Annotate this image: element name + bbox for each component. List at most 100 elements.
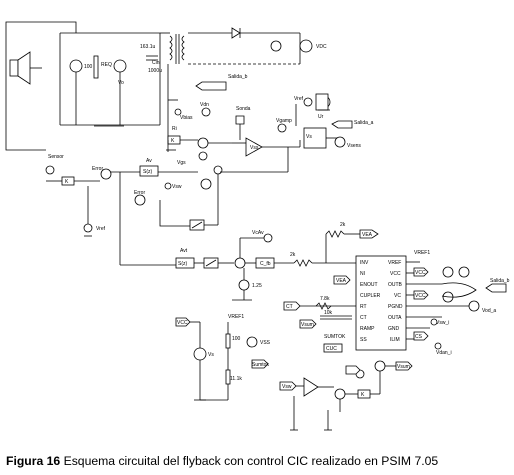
av-block: Av S(z) Error Vsw <box>111 158 198 266</box>
svg-text:VEA: VEA <box>362 232 373 238</box>
input-capacitor: Cin 1000u <box>146 55 162 74</box>
transformer: 163.1u <box>140 32 232 64</box>
svg-text:CUPLER: CUPLER <box>360 293 381 299</box>
svg-text:RT: RT <box>360 304 367 310</box>
svg-text:100: 100 <box>84 64 93 70</box>
svg-text:VCC: VCC <box>415 270 426 276</box>
svg-text:1000u: 1000u <box>148 68 162 74</box>
svg-text:ENOUT: ENOUT <box>360 282 378 288</box>
avt-block: Avt S(z) C_fb 1.25 <box>175 248 294 300</box>
svg-text:Ri: Ri <box>172 126 177 132</box>
svg-text:Vdn: Vdn <box>200 102 209 108</box>
svg-text:VCC: VCC <box>177 320 188 326</box>
svg-text:Vsw: Vsw <box>172 184 182 190</box>
svg-text:Salida_a: Salida_a <box>354 120 374 126</box>
svg-text:Vref: Vref <box>96 226 106 232</box>
lower-comparator: Vsw K Vsum <box>279 360 413 430</box>
svg-text:VEA: VEA <box>336 278 347 284</box>
svg-text:2k: 2k <box>340 222 346 228</box>
svg-text:Vsum: Vsum <box>397 364 410 370</box>
svg-text:CT: CT <box>360 315 367 321</box>
svg-text:7.8k: 7.8k <box>320 296 330 302</box>
svg-text:CT: CT <box>286 304 293 310</box>
svg-text:Ur: Ur <box>318 114 324 120</box>
figure-label: Figura 16 <box>6 454 61 468</box>
svg-text:Av: Av <box>146 158 152 164</box>
svg-text:Vss: Vss <box>250 145 259 151</box>
svg-text:Vsum: Vsum <box>301 322 314 328</box>
svg-text:Error: Error <box>134 190 145 196</box>
svg-text:Sensor: Sensor <box>48 154 64 160</box>
svg-text:C_fb: C_fb <box>260 261 271 267</box>
svg-text:VCC: VCC <box>415 293 426 299</box>
svg-text:REQ: REQ <box>101 62 112 68</box>
svg-text:Sumtok: Sumtok <box>252 362 269 368</box>
svg-text:Vo: Vo <box>118 80 124 86</box>
svg-text:SUMTOK: SUMTOK <box>324 334 346 340</box>
svg-text:VCC: VCC <box>390 271 401 277</box>
svg-text:163.1u: 163.1u <box>140 44 156 50</box>
svg-text:OUTA: OUTA <box>388 315 402 321</box>
svg-text:VcAv: VcAv <box>252 230 264 236</box>
sensor-block: Sensor K Error Vref <box>45 154 112 233</box>
output-diode: VDC <box>188 27 327 65</box>
output-loop <box>5 21 161 151</box>
svg-text:Error: Error <box>92 166 103 172</box>
current-sense-sum: Vgs <box>177 137 232 190</box>
load-resistor: 100 REQ Vo <box>69 55 127 86</box>
svg-text:100: 100 <box>232 336 241 342</box>
flyback-schematic: 100 REQ Vo 163.1u Cin 1000u VDC Salida_b <box>5 21 510 431</box>
svg-text:OUTB: OUTB <box>388 282 403 288</box>
svg-text:INV: INV <box>360 260 369 266</box>
svg-text:2k: 2k <box>290 252 296 258</box>
ic-right-tags: VREF1 VCC VCC Salida_b Vod_a CS Vsw_i Vd… <box>413 250 510 356</box>
svg-text:ILIM: ILIM <box>390 337 400 343</box>
mosfet-switch: Vbias Vdn K Ri <box>167 64 211 145</box>
svg-text:VDC: VDC <box>316 44 327 50</box>
svg-text:Vdan_i: Vdan_i <box>436 350 452 356</box>
svg-text:Vsw: Vsw <box>282 384 292 390</box>
svg-text:CS: CS <box>415 334 423 340</box>
figure-caption: Figura 16 Esquema circuital del flyback … <box>6 454 514 468</box>
svg-text:K: K <box>361 392 365 398</box>
svg-text:VREF1: VREF1 <box>228 314 244 320</box>
svg-text:11.1k: 11.1k <box>230 376 242 382</box>
svg-text:VREF1: VREF1 <box>414 250 430 256</box>
svg-text:Vsw_i: Vsw_i <box>436 320 449 326</box>
svg-text:S(z): S(z) <box>143 169 153 175</box>
svg-text:10k: 10k <box>324 310 333 316</box>
svg-text:CUC: CUC <box>326 346 337 352</box>
svg-text:VSS: VSS <box>260 340 271 346</box>
svg-text:PGND: PGND <box>388 304 403 310</box>
svg-text:Cin: Cin <box>152 60 160 66</box>
sonda-probe: Sonda <box>235 106 251 140</box>
svg-text:Avt: Avt <box>180 248 188 254</box>
svg-text:Vsens: Vsens <box>347 143 361 149</box>
svg-text:K: K <box>171 138 175 144</box>
svg-text:1.25: 1.25 <box>252 283 262 289</box>
svg-text:Salida_b: Salida_b <box>228 74 248 80</box>
svg-text:Vs: Vs <box>306 134 312 140</box>
svg-text:GND: GND <box>388 326 400 332</box>
svg-text:Vgamp: Vgamp <box>276 118 292 124</box>
svg-text:K: K <box>65 179 69 185</box>
caption-text: Esquema circuital del flyback con contro… <box>60 454 439 468</box>
vc-av-sense: VcAv 2k 2k VEA <box>239 222 379 267</box>
svg-text:Vs: Vs <box>208 352 214 358</box>
interconnects <box>75 72 297 173</box>
pwm-controller-ic: INV NI ENOUT CUPLER RT CT RAMP SS VREF V… <box>355 255 442 351</box>
ground-symbols <box>84 109 332 431</box>
svg-text:Salida_b: Salida_b <box>490 278 510 284</box>
gate-driver: Vs Vsens Salida_a Vref Ur <box>294 93 374 149</box>
svg-text:SS: SS <box>360 337 367 343</box>
comparator: Vss Vgamp <box>245 118 301 157</box>
feedback-switch <box>159 174 219 231</box>
svg-text:NI: NI <box>360 271 365 277</box>
svg-text:Vbias: Vbias <box>180 115 193 121</box>
supply-block: VCC Vs VREF1 100 VSS 11.1k Sumtok <box>175 314 271 401</box>
svg-text:Vod_a: Vod_a <box>482 308 496 314</box>
svg-text:VC: VC <box>394 293 401 299</box>
ic-left-tags: VEA CT 7.8k 10k Vsum SUMTOK CUC <box>283 275 356 353</box>
salida-b-tag: Salida_b <box>195 74 248 91</box>
svg-text:Sonda: Sonda <box>236 106 251 112</box>
